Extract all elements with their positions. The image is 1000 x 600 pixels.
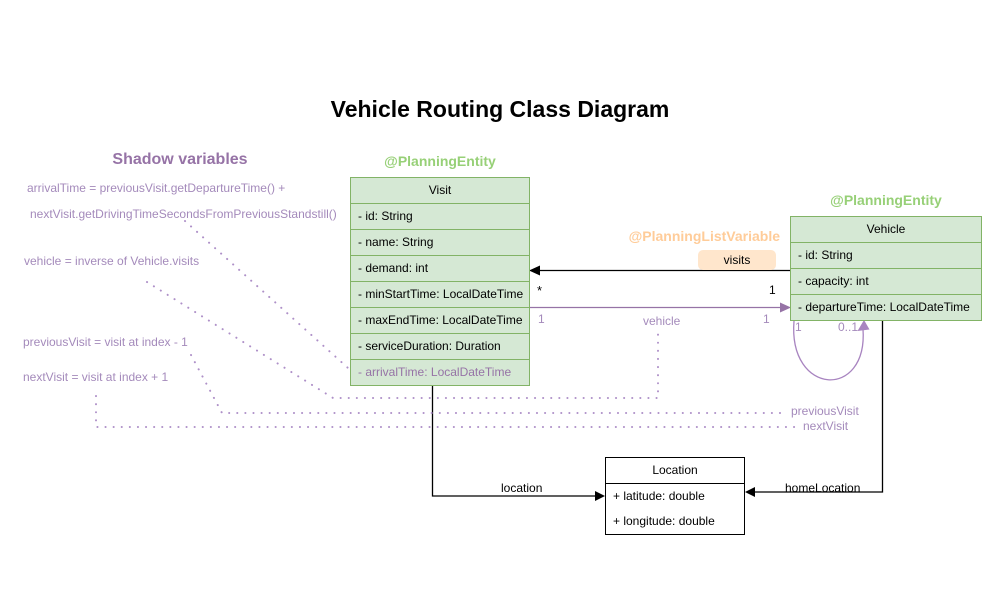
home-location-association-line: [754, 320, 884, 493]
visit-attr-demand: - demand: int: [351, 256, 529, 282]
location-class-name: Location: [606, 458, 744, 484]
loop-right-multiplicity: 0..1: [838, 320, 859, 334]
vehicle-class-box: Vehicle - id: String - capacity: int - d…: [790, 216, 982, 321]
vehicle-stereotype: @PlanningEntity: [830, 192, 942, 208]
formula-previous-visit: previousVisit = visit at index - 1: [23, 335, 188, 349]
vehicle-visit-multiplicity: 1: [538, 312, 545, 326]
vehicle-arrowhead-icon: [780, 302, 791, 313]
location-attr-longitude: + longitude: double: [613, 514, 715, 528]
location-relation-label: location: [501, 481, 543, 495]
visit-stereotype: @PlanningEntity: [384, 153, 496, 169]
page-title: Vehicle Routing Class Diagram: [330, 96, 670, 122]
vehicle-relation-label: vehicle: [643, 314, 681, 328]
previous-visit-label: previousVisit: [791, 404, 859, 418]
next-visit-label: nextVisit: [803, 419, 849, 433]
vehicle-attr-capacity: - capacity: int: [791, 269, 981, 295]
home-location-arrowhead-icon: [745, 487, 755, 497]
previous-visit-dotted-connector: [190, 354, 788, 414]
vehicle-vehicle-multiplicity: 1: [763, 312, 770, 326]
location-class-box: Location + latitude: double + longitude:…: [605, 457, 745, 535]
formula-next-visit: nextVisit = visit at index + 1: [23, 370, 169, 384]
formula-arrival-time-2: nextVisit.getDrivingTimeSecondsFromPrevi…: [30, 207, 337, 221]
visit-attr-service-duration: - serviceDuration: Duration: [351, 334, 529, 360]
vehicle-attr-id: - id: String: [791, 243, 981, 269]
visits-arrowhead-icon: [529, 265, 540, 276]
shadow-variables-heading: Shadow variables: [112, 151, 248, 168]
loop-left-multiplicity: 1: [795, 320, 802, 334]
location-association-line: [431, 385, 596, 497]
visits-relation-chip: visits: [698, 250, 776, 270]
visit-attr-min-start-time: - minStartTime: LocalDateTime: [351, 282, 529, 308]
visit-class-name: Visit: [351, 178, 529, 204]
next-visit-dotted-connector: [95, 395, 800, 428]
vehicle-attr-departure-time: - departureTime: LocalDateTime: [798, 300, 970, 314]
self-loop-arrowhead-icon: [857, 320, 870, 331]
planning-list-variable-stereotype: @PlanningListVariable: [628, 228, 780, 244]
visit-attr-arrival-time: - arrivalTime: LocalDateTime: [358, 365, 512, 379]
visits-target-multiplicity: *: [537, 283, 543, 298]
self-loop-line: [793, 320, 864, 381]
arrival-time-dotted-connector: [184, 220, 349, 369]
visit-class-box: Visit - id: String - name: String - dema…: [350, 177, 530, 386]
visit-attr-name: - name: String: [351, 230, 529, 256]
location-attr-latitude: + latitude: double: [613, 489, 705, 503]
visits-source-multiplicity: 1: [769, 283, 776, 297]
formula-vehicle: vehicle = inverse of Vehicle.visits: [24, 254, 200, 268]
home-location-relation-label: homeLocation: [785, 481, 861, 495]
vehicle-class-name: Vehicle: [791, 217, 981, 243]
formula-arrival-time-1: arrivalTime = previousVisit.getDeparture…: [27, 181, 286, 195]
visit-attr-id: - id: String: [351, 204, 529, 230]
location-arrowhead-icon: [595, 491, 605, 501]
vehicle-dotted-connector: [146, 281, 659, 399]
visit-attr-max-end-time: - maxEndTime: LocalDateTime: [351, 308, 529, 334]
